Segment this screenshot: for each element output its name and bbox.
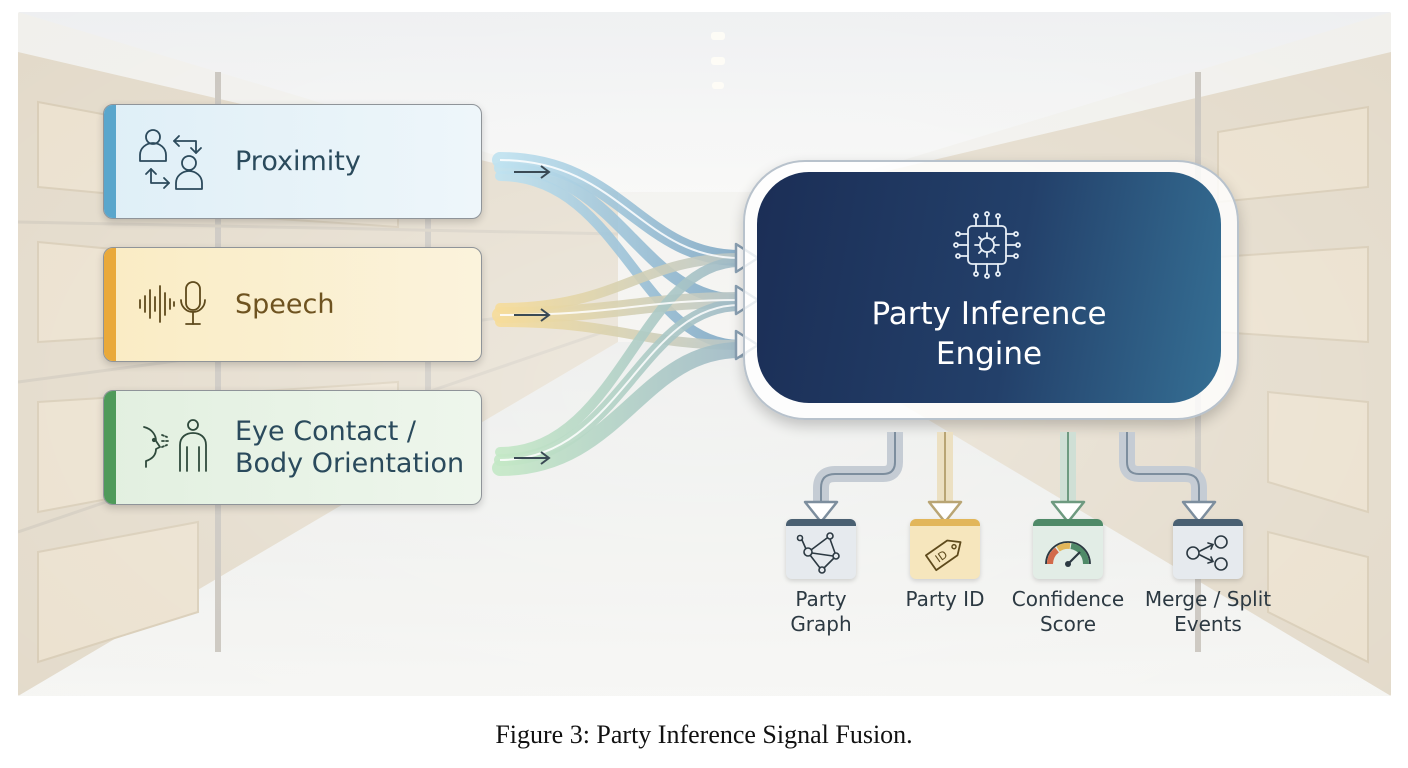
input-label-line: Speech bbox=[235, 288, 335, 320]
input-label: Speech bbox=[235, 248, 473, 361]
output-tile-party-id: ID bbox=[910, 519, 980, 579]
tile-accent-bar bbox=[786, 519, 856, 526]
tile-accent-bar bbox=[1173, 519, 1243, 526]
card-accent-stripe bbox=[104, 391, 116, 504]
tile-accent-bar bbox=[1033, 519, 1103, 526]
output-label-merge-split: Merge / Split Events bbox=[1133, 587, 1283, 637]
input-card-speech: Speech bbox=[103, 247, 482, 362]
output-label-line: Party bbox=[795, 587, 847, 611]
output-label-line: Party ID bbox=[905, 587, 985, 611]
people-proximity-icon bbox=[139, 129, 203, 190]
engine-title-line: Engine bbox=[935, 336, 1043, 372]
output-label-party-graph: Party Graph bbox=[746, 587, 896, 637]
input-card-proximity: Proximity bbox=[103, 104, 482, 219]
output-label-line: Score bbox=[1039, 612, 1096, 636]
figure-caption: Figure 3: Party Inference Signal Fusion. bbox=[495, 720, 913, 749]
output-tile-party-graph bbox=[786, 519, 856, 579]
id-tag-icon: ID bbox=[925, 539, 962, 572]
gaze-body-icon bbox=[143, 419, 207, 472]
network-graph-icon bbox=[796, 532, 840, 574]
output-label-confidence-score: Confidence Score bbox=[993, 587, 1143, 637]
input-label-line: Body Orientation bbox=[235, 447, 465, 479]
card-accent-stripe bbox=[104, 248, 116, 361]
output-label-line: Events bbox=[1174, 612, 1242, 636]
input-label-line: Eye Contact / bbox=[235, 415, 416, 447]
card-accent-stripe bbox=[104, 105, 116, 218]
party-inference-engine bbox=[757, 172, 1221, 403]
output-label-line: Merge / Split bbox=[1144, 587, 1272, 611]
tile-accent-bar bbox=[910, 519, 980, 526]
sound-wave-microphone-icon bbox=[139, 281, 206, 325]
merge-split-icon bbox=[1186, 535, 1228, 571]
engine-title-line: Party Inference bbox=[871, 296, 1107, 332]
output-tile-confidence-score bbox=[1033, 519, 1103, 579]
input-card-eye-contact: Eye Contact / Body Orientation bbox=[103, 390, 482, 505]
engine-title: Party Inference Engine bbox=[757, 294, 1221, 374]
input-label: Eye Contact / Body Orientation bbox=[235, 391, 473, 504]
output-label-line: Confidence bbox=[1011, 587, 1125, 611]
output-label-line: Graph bbox=[790, 612, 852, 636]
output-tile-merge-split bbox=[1173, 519, 1243, 579]
processor-chip-gear-icon bbox=[953, 211, 1021, 279]
input-label: Proximity bbox=[235, 105, 473, 218]
input-label-line: Proximity bbox=[235, 145, 361, 177]
gauge-icon bbox=[1045, 541, 1091, 567]
output-label-party-id: Party ID bbox=[870, 587, 1020, 612]
